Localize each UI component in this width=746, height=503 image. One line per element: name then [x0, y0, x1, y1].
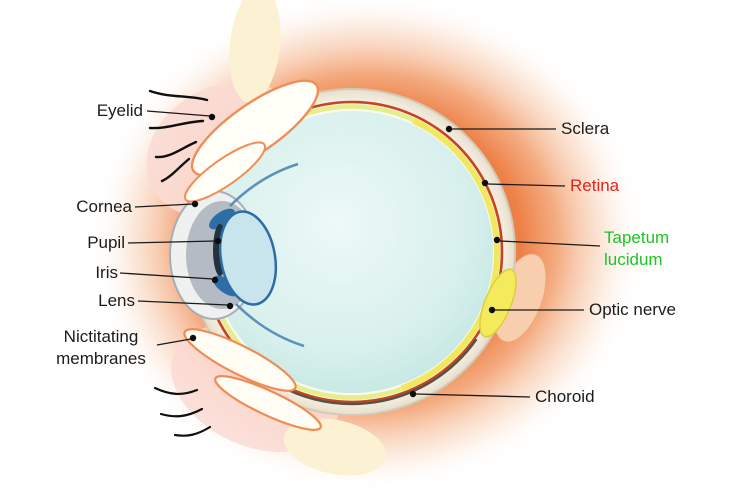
ciliary-upper-arc	[229, 162, 299, 207]
leader-choroid	[415, 393, 531, 398]
tissue-cream-lower	[283, 418, 387, 476]
label-optic-nerve: Optic nerve	[589, 300, 676, 319]
vitreous-body	[211, 111, 493, 393]
dot-sclera	[445, 125, 453, 133]
optic-nerve-head-shape	[479, 268, 517, 338]
dot-nictitating	[189, 334, 197, 342]
dot-retina	[481, 179, 489, 187]
dot-pupil	[214, 237, 222, 245]
label-tapetum-lucidum: Tapetum lucidum	[604, 228, 670, 269]
leader-iris	[119, 272, 214, 280]
leader-retina	[487, 183, 566, 187]
label-choroid: Choroid	[535, 387, 595, 406]
eyeball	[188, 88, 517, 416]
eyelid-fold-shape	[183, 141, 267, 203]
leader-lines	[119, 110, 601, 398]
label-iris: Iris	[95, 263, 118, 282]
dot-optic-nerve	[488, 306, 496, 314]
label-sclera: Sclera	[561, 119, 610, 138]
label-eyelid: Eyelid	[96, 101, 143, 120]
dot-eyelid	[208, 113, 216, 121]
tissue-cream-upper	[229, 0, 281, 103]
iris-upper-shape	[209, 208, 235, 230]
label-nictitating-membranes: Nictitating membranes	[56, 327, 146, 368]
leader-tapetum	[499, 240, 601, 247]
nictitating-membrane-group	[153, 328, 322, 437]
dot-cornea	[191, 200, 199, 208]
nictitating-membrane-shape-2	[214, 375, 322, 431]
leader-cornea	[134, 203, 194, 208]
dot-choroid	[409, 390, 417, 398]
label-lens: Lens	[98, 291, 135, 310]
leader-dots	[189, 113, 501, 398]
nictitating-membrane-shape-1	[183, 328, 297, 392]
dot-tapetum	[493, 236, 501, 244]
eyelid-shape	[190, 79, 320, 177]
ciliary-lower-arc	[235, 303, 305, 348]
label-cornea: Cornea	[76, 197, 132, 216]
label-pupil: Pupil	[87, 233, 125, 252]
leader-pupil	[127, 240, 217, 244]
leader-eyelid	[146, 110, 211, 117]
anterior-segment	[169, 162, 305, 348]
upper-eyelashes	[148, 89, 209, 183]
tapetum-lucidum-bright-arc	[400, 117, 501, 392]
dot-lens	[226, 302, 234, 310]
lower-eyelashes	[153, 386, 212, 437]
dot-iris	[211, 276, 219, 284]
lens-shape	[218, 210, 278, 306]
label-retina: Retina	[570, 176, 620, 195]
leader-lens	[137, 300, 229, 306]
leader-nictitating	[156, 338, 192, 346]
eyelid-group	[148, 79, 320, 203]
